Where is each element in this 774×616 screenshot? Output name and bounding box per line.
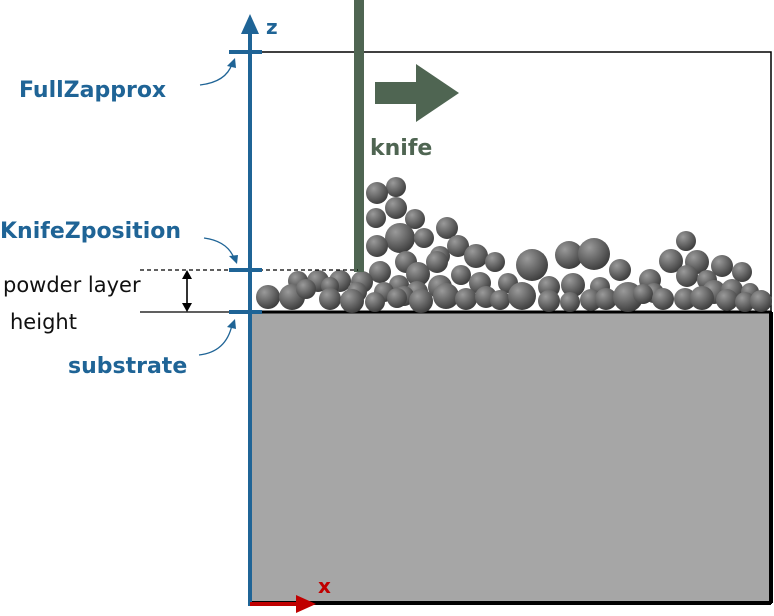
powder-layer-label-line2: height: [10, 310, 77, 334]
powder-particle: [595, 288, 617, 310]
powder-particle: [538, 290, 560, 312]
knife-blade: [354, 0, 364, 272]
knife-z-position-label: KnifeZposition: [0, 219, 181, 244]
powder-particle: [716, 289, 738, 311]
powder-particle: [365, 292, 385, 312]
powder-particles: [256, 177, 772, 313]
powder-particle: [426, 251, 448, 273]
leader-full-z-approx: [199, 58, 236, 86]
substrate-block: [249, 311, 772, 604]
powder-particle: [387, 288, 407, 308]
z-axis-label: z: [266, 15, 278, 39]
leader-substrate: [198, 319, 236, 356]
powder-particle: [451, 265, 471, 285]
leader-arrowhead-icon: [227, 58, 236, 68]
powder-particle: [652, 288, 674, 310]
powder-particle: [732, 262, 752, 282]
full-z-approx-label: FullZapprox: [19, 78, 166, 103]
powder-particle: [464, 244, 488, 268]
powder-particle: [414, 228, 434, 248]
powder-particle: [609, 259, 631, 281]
powder-particle: [319, 288, 341, 310]
leader-knife-z-position: [203, 237, 238, 264]
z-axis-arrow-icon: [241, 14, 259, 34]
powder-particle: [369, 261, 391, 283]
powder-particle: [750, 290, 772, 312]
powder-particle: [366, 208, 386, 228]
powder-particle: [555, 241, 583, 269]
powder-particle: [296, 279, 316, 299]
powder-particle: [508, 282, 536, 310]
powder-particle: [490, 290, 510, 310]
powder-particle: [386, 177, 406, 197]
powder-particle: [674, 288, 696, 310]
leader-arrowhead-icon: [229, 255, 238, 264]
powder-particle: [447, 235, 469, 257]
powder-particle: [436, 217, 458, 239]
powder-particle: [366, 182, 388, 204]
powder-particle: [455, 288, 477, 310]
powder-particle: [485, 252, 505, 272]
powder-particle: [256, 285, 280, 309]
powder-particle: [633, 284, 653, 304]
powder-particle: [406, 262, 430, 286]
powder-particle: [735, 292, 755, 312]
powder-particle: [690, 286, 714, 310]
right-arrow-icon: [375, 64, 459, 122]
powder-particle: [711, 255, 733, 277]
powder-particle: [366, 235, 388, 257]
powder-particle: [676, 231, 696, 251]
substrate-label: substrate: [68, 354, 187, 379]
leader-arrowhead-icon: [227, 319, 236, 329]
knife-label: knife: [370, 136, 432, 161]
powder-particle: [340, 289, 364, 313]
powder-particle: [560, 292, 580, 312]
dimension-arrow-up-icon: [182, 270, 192, 279]
powder-particle: [676, 265, 698, 287]
dimension-arrow-down-icon: [182, 303, 192, 312]
powder-particle: [516, 249, 548, 281]
powder-particle: [433, 283, 459, 309]
x-axis-arrow-icon: [296, 595, 316, 613]
powder-particle: [578, 238, 610, 270]
powder-particle: [405, 209, 425, 229]
powder-layer-label-line1: powder layer: [3, 273, 141, 297]
powder-particle: [409, 289, 433, 313]
powder-particle: [385, 197, 407, 219]
powder-particle: [385, 223, 415, 253]
powder-particle: [561, 273, 585, 297]
powder-particle: [659, 249, 683, 273]
x-axis-label: x: [318, 574, 331, 598]
